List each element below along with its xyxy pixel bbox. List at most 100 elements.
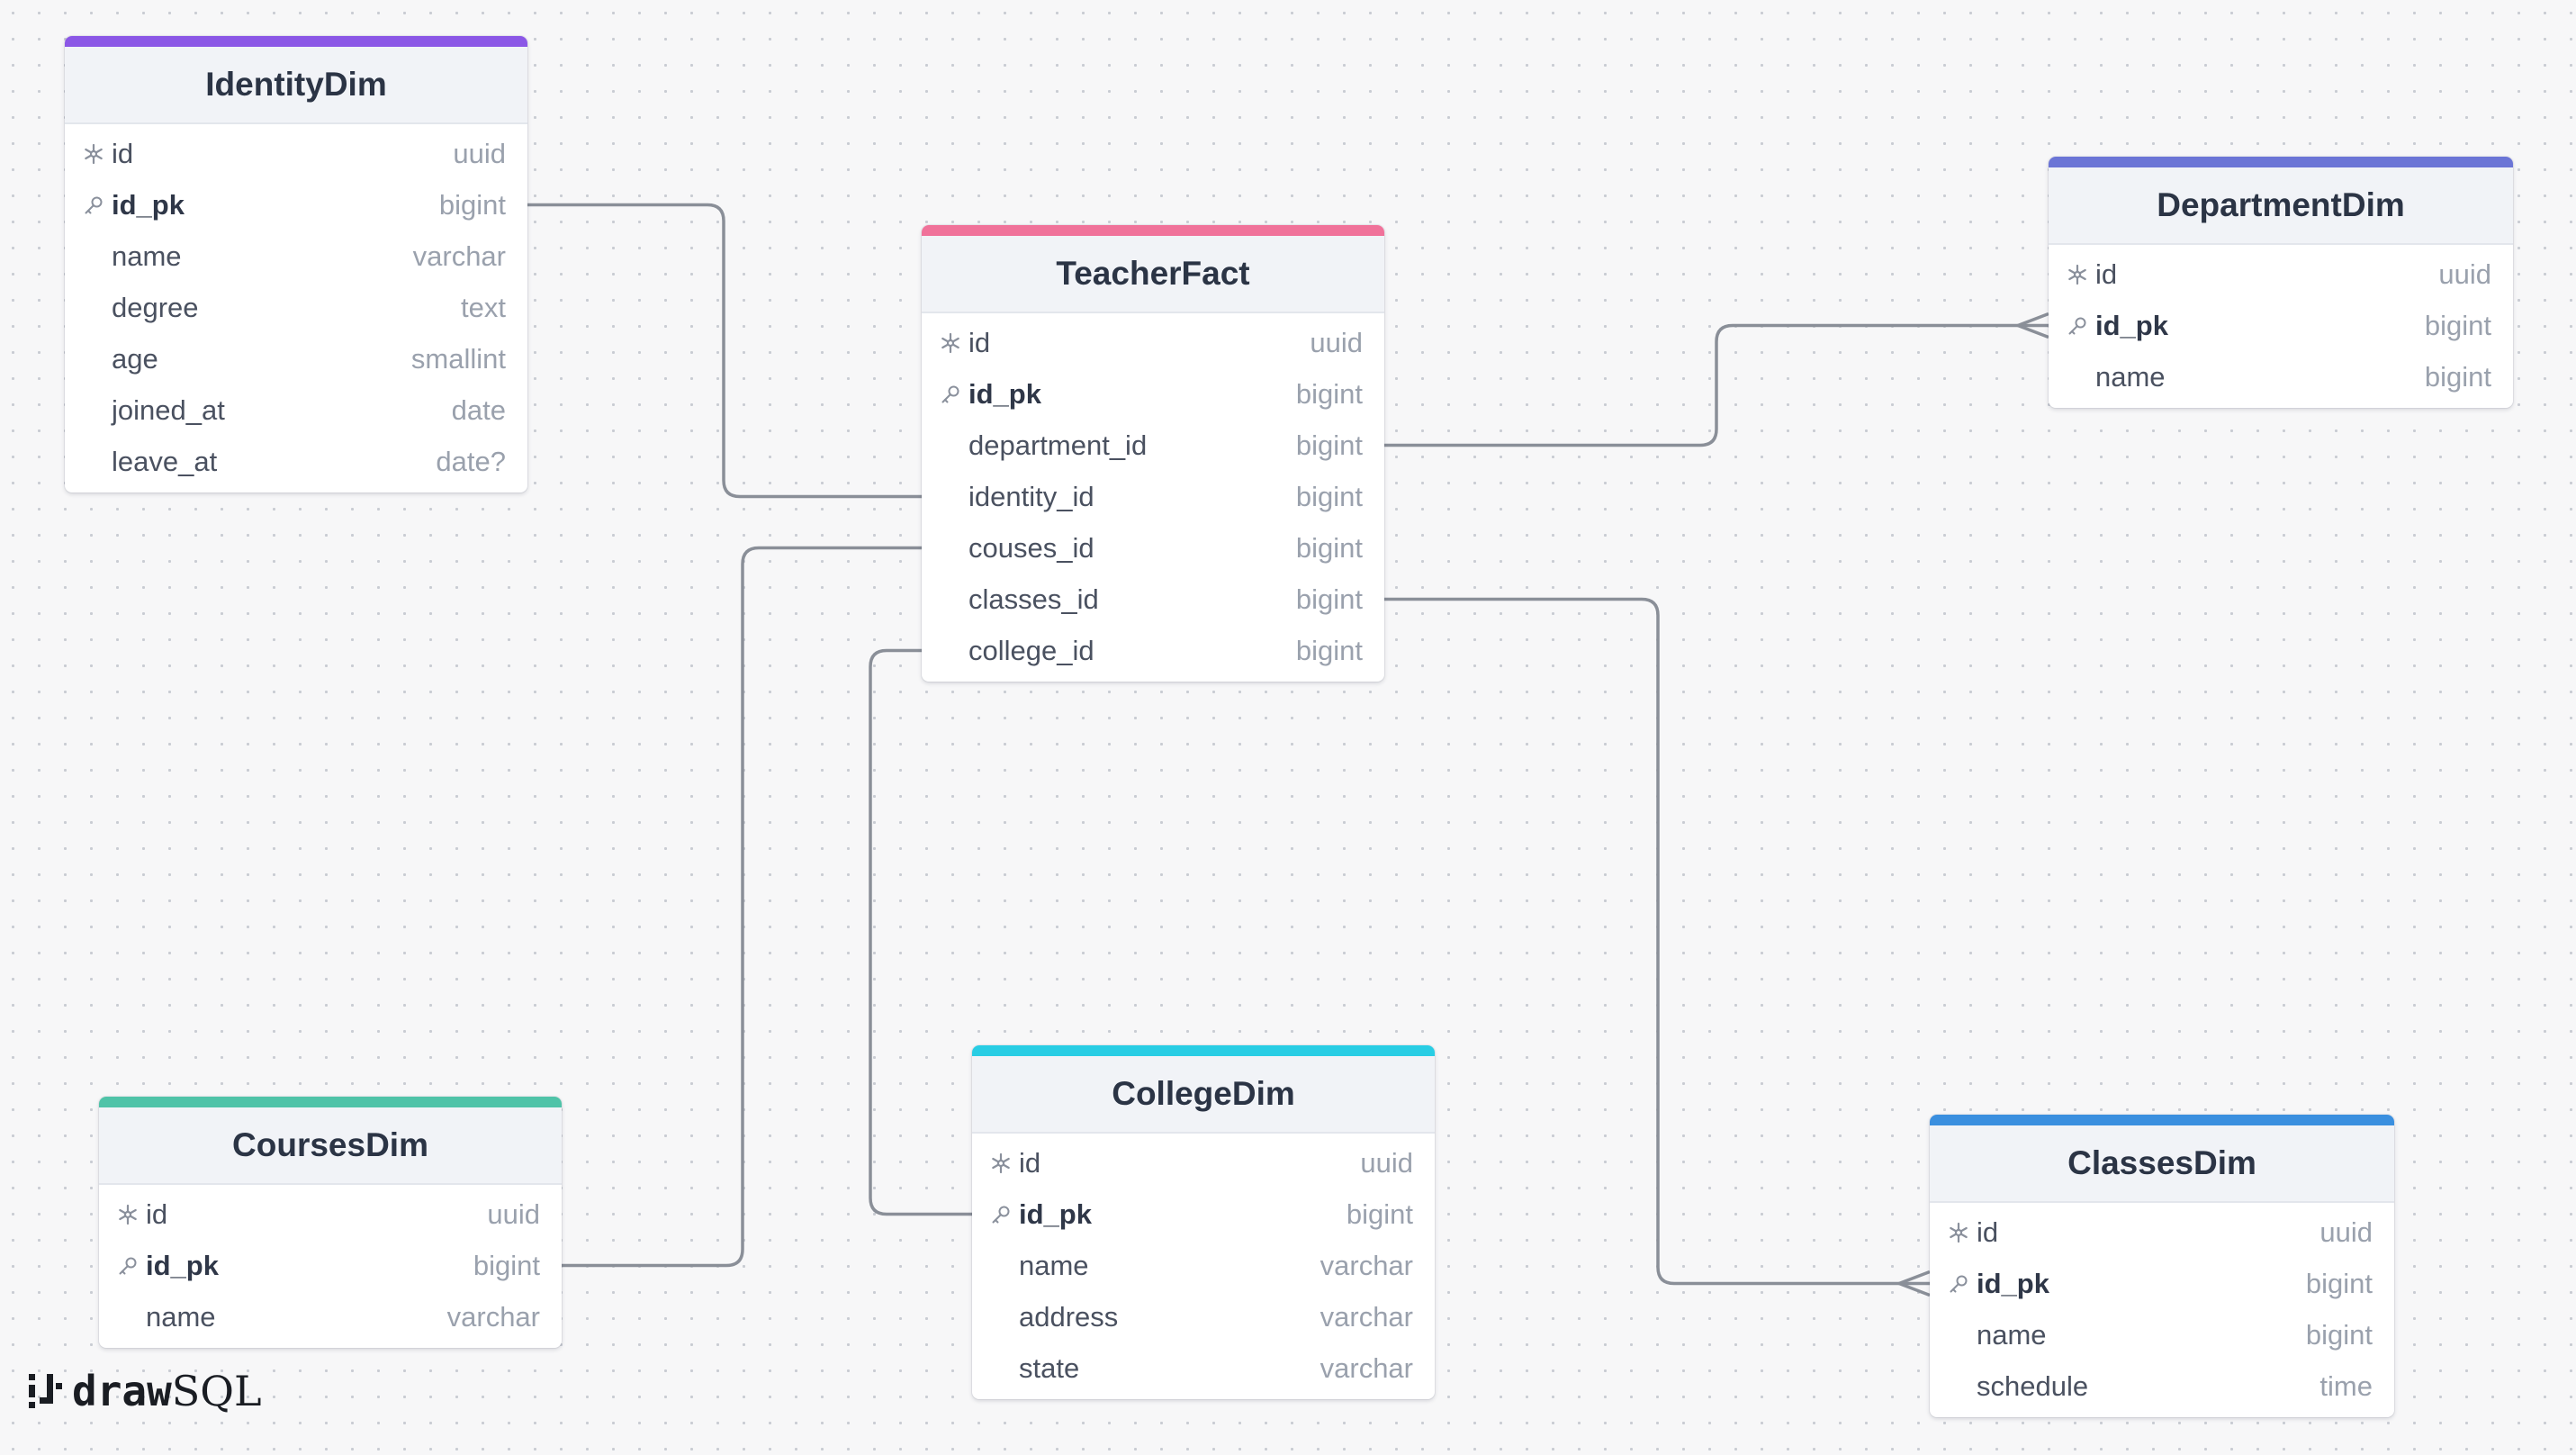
column-type: bigint <box>1295 429 1363 461</box>
column-row[interactable]: name bigint <box>1930 1309 2394 1360</box>
column-type: varchar <box>1320 1300 1413 1333</box>
relationship-line[interactable] <box>1384 597 1930 1286</box>
column-row[interactable]: id uuid <box>65 128 527 179</box>
column-type: bigint <box>2424 360 2491 393</box>
column-name: joined_at <box>112 393 225 426</box>
brand-text-sql: SQL <box>171 1367 262 1415</box>
table-title[interactable]: CoursesDim <box>99 1107 562 1185</box>
column-type: time <box>2319 1369 2373 1402</box>
column-type: date? <box>436 445 506 477</box>
table-title[interactable]: DepartmentDim <box>2049 167 2513 245</box>
relationship-line[interactable] <box>562 546 922 1268</box>
column-row[interactable]: id_pk bigint <box>1930 1258 2394 1309</box>
relationship-line[interactable] <box>869 648 972 1216</box>
snowflake-icon <box>2067 264 2095 285</box>
column-name: name <box>1977 1318 2047 1351</box>
column-type: bigint <box>1295 480 1363 512</box>
column-name: id <box>1977 1216 1999 1248</box>
drawsql-logo-icon <box>29 1374 62 1408</box>
column-type: varchar <box>1320 1351 1413 1384</box>
key-icon <box>940 384 968 405</box>
column-row[interactable]: identity_id bigint <box>922 471 1384 522</box>
table-title[interactable]: IdentityDim <box>65 47 527 124</box>
column-row[interactable]: couses_id bigint <box>922 522 1384 574</box>
column-type: uuid <box>2438 258 2491 290</box>
column-name: schedule <box>1977 1369 2089 1402</box>
column-type: text <box>461 291 506 323</box>
column-type: uuid <box>1310 326 1363 358</box>
column-type: varchar <box>446 1300 540 1333</box>
key-icon <box>990 1204 1019 1225</box>
column-row[interactable]: degree text <box>65 282 527 333</box>
key-icon <box>117 1255 146 1277</box>
column-type: uuid <box>453 137 506 169</box>
snowflake-icon <box>117 1204 146 1225</box>
column-row[interactable]: joined_at date <box>65 384 527 436</box>
table-title[interactable]: ClassesDim <box>1930 1125 2394 1203</box>
column-type: bigint <box>2305 1318 2373 1351</box>
table-accent-bar <box>922 225 1384 236</box>
column-name: age <box>112 342 158 375</box>
column-type: bigint <box>1295 377 1363 410</box>
column-name: id_pk <box>968 377 1041 410</box>
column-row[interactable]: schedule time <box>1930 1360 2394 1412</box>
column-type: date <box>451 393 506 426</box>
column-name: id_pk <box>1977 1267 2049 1299</box>
column-name: degree <box>112 291 199 323</box>
snowflake-icon <box>990 1152 1019 1174</box>
table-accent-bar <box>99 1097 562 1107</box>
table-title[interactable]: TeacherFact <box>922 236 1384 313</box>
column-type: bigint <box>1295 531 1363 564</box>
column-type: bigint <box>2305 1267 2373 1299</box>
table-title[interactable]: CollegeDim <box>972 1056 1435 1134</box>
column-type: bigint <box>1295 634 1363 666</box>
column-row[interactable]: id_pk bigint <box>922 368 1384 420</box>
column-name: name <box>1019 1249 1089 1281</box>
column-name: id <box>112 137 134 169</box>
column-name: couses_id <box>968 531 1094 564</box>
relationship-line[interactable] <box>527 203 922 499</box>
snowflake-icon <box>83 143 112 165</box>
column-name: id_pk <box>1019 1197 1092 1230</box>
column-name: id_pk <box>112 188 185 221</box>
table-accent-bar <box>2049 157 2513 167</box>
column-name: id_pk <box>146 1249 219 1281</box>
column-row[interactable]: department_id bigint <box>922 420 1384 471</box>
column-name: department_id <box>968 429 1148 461</box>
column-name: identity_id <box>968 480 1094 512</box>
table-accent-bar <box>65 36 527 47</box>
snowflake-icon <box>940 332 968 354</box>
relationship-line[interactable] <box>1384 323 2049 447</box>
